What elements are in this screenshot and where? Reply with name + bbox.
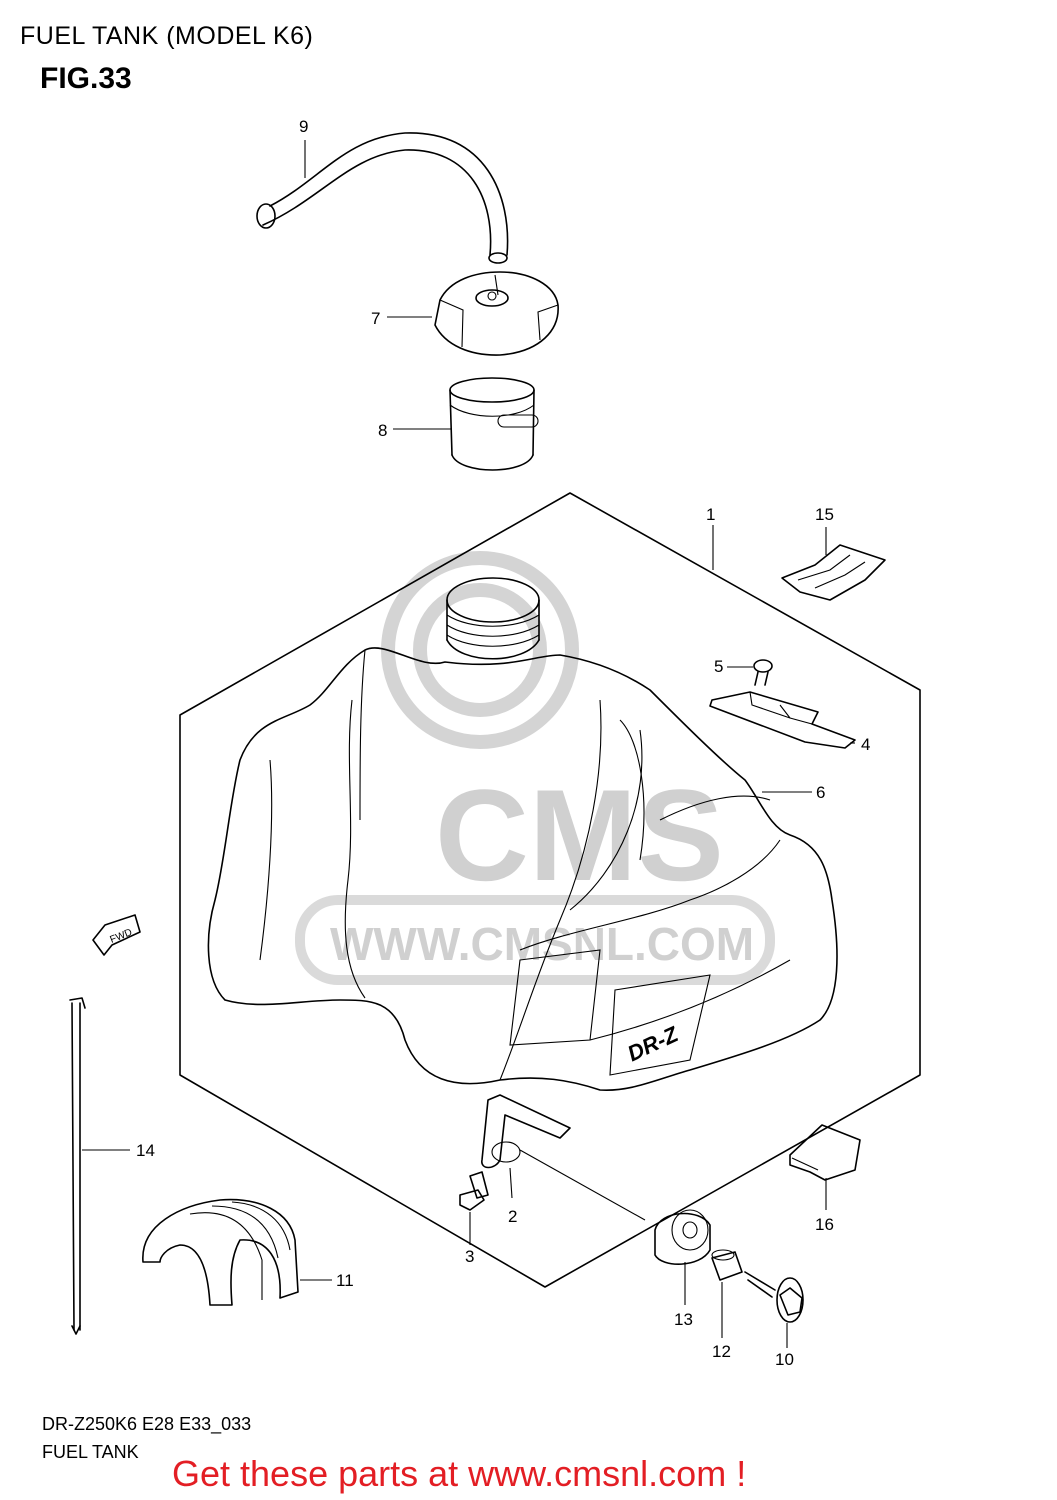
callout-4: 4 [861,735,870,754]
callout-11: 11 [336,1271,354,1290]
figure-number: FIG.33 [40,62,132,95]
callout-12: 12 [712,1342,731,1361]
callout-13: 13 [674,1310,693,1329]
tank-bracket [481,1094,571,1169]
callout-numbers: 1 2 3 4 5 6 7 8 9 10 11 12 13 14 15 16 [136,117,870,1369]
breather-hose [256,132,509,264]
callout-14: 14 [136,1141,155,1160]
callout-10: 10 [775,1350,794,1369]
band [69,997,86,1335]
clip [789,1124,861,1181]
collar [711,1249,743,1281]
bolt [459,1171,489,1211]
leader-lines [82,140,855,1348]
fwd-arrow-icon: FWD [92,914,141,956]
callout-1: 1 [706,505,715,524]
assembly-frame [179,492,921,1288]
tank-strap [781,544,886,601]
callout-15: 15 [815,505,834,524]
callout-3: 3 [465,1247,474,1266]
callout-7: 7 [371,309,380,328]
page-title: FUEL TANK (MODEL K6) [20,22,314,50]
grommet [654,1209,711,1265]
flange-bolt [744,1271,804,1323]
callout-9: 9 [299,117,308,136]
fuel-cap [434,271,559,356]
cms-watermark: CMS WWW.CMSNL.COM [295,551,775,985]
callout-2: 2 [508,1207,517,1226]
screw [753,659,773,686]
callout-6: 6 [816,783,825,802]
callout-16: 16 [815,1215,834,1234]
callout-5: 5 [714,657,723,676]
diagram-subtitle: FUEL TANK [42,1442,139,1462]
rubber-cushion [142,1198,299,1306]
bracket [709,691,856,749]
fwd-label: FWD [109,927,134,946]
watermark-logo: CMS [435,762,724,908]
fuel-filter [449,377,539,471]
watermark-url: WWW.CMSNL.COM [330,918,754,970]
promo-link[interactable]: Get these parts at www.cmsnl.com ! [172,1453,747,1494]
callout-8: 8 [378,421,387,440]
diagram-code: DR-Z250K6 E28 E33_033 [42,1414,252,1434]
